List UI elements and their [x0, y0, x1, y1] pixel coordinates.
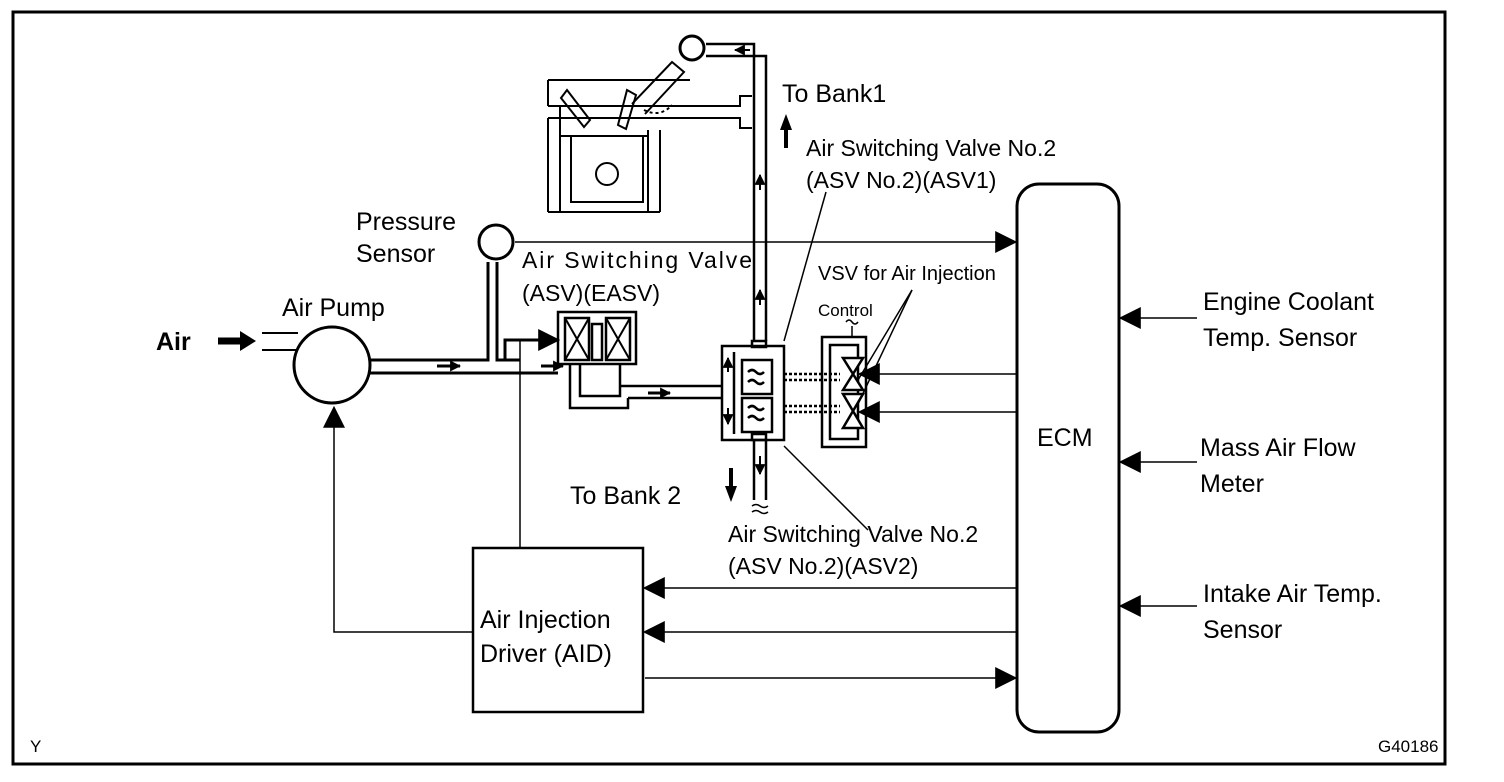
bank2-pipe [751, 440, 769, 515]
corner-mark: Y [30, 737, 41, 756]
asv-no2-housing [720, 339, 786, 442]
bank1-pipe-arrows [733, 44, 766, 305]
aid-block [471, 546, 645, 714]
to-bank2-label: To Bank 2 [570, 482, 681, 510]
mass-air-flow-label-line1: Mass Air Flow [1200, 434, 1357, 462]
easv-valve-body [556, 310, 722, 410]
asv-no2-top-label-line2: (ASV No.2)(ASV1) [806, 167, 996, 193]
main-air-pipe [370, 262, 558, 375]
vsv-label-line2: Control [818, 301, 873, 320]
to-bank1-label: To Bank1 [782, 80, 886, 108]
vsv-label-line1: VSV for Air Injection [818, 263, 996, 285]
ecm-block [1015, 182, 1121, 734]
asv-no2-top-label-line1: Air Switching Valve No.2 [806, 135, 1056, 161]
air-inlet-arrow [218, 331, 256, 351]
aid-label-line1: Air Injection [480, 606, 611, 634]
engine-coolant-sensor-label-line1: Engine Coolant [1203, 288, 1374, 316]
engine-cylinder-illustration [547, 60, 752, 213]
signal-lines [323, 231, 1197, 689]
to-bank2-arrow [725, 468, 737, 502]
injection-port-circle [678, 34, 706, 62]
asv-no2-bottom-label-line1: Air Switching Valve No.2 [728, 521, 978, 547]
pressure-sensor-label-line2: Sensor [356, 240, 435, 268]
air-pump-symbol [292, 325, 372, 405]
main-pipe-flow-arrows [437, 360, 672, 399]
pump-inlet-pipe [262, 332, 298, 351]
asv-label-line2: (ASV)(EASV) [522, 280, 660, 306]
bank1-pipe [706, 42, 768, 341]
aid-label-line2: Driver (AID) [480, 640, 612, 668]
intake-air-temp-label-line2: Sensor [1203, 616, 1282, 644]
ecm-label: ECM [1037, 424, 1093, 452]
pressure-sensor-symbol [477, 223, 515, 261]
asv-label-line1: Air Switching Valve [522, 247, 752, 273]
figure-frame [11, 10, 1447, 766]
to-bank1-arrow [780, 114, 792, 148]
intake-air-temp-label-line1: Intake Air Temp. [1203, 580, 1382, 608]
vsv-unit [784, 319, 868, 449]
asv-no2-bottom-label-line2: (ASV No.2)(ASV2) [728, 553, 918, 579]
callout-leader-lines [783, 191, 913, 531]
air-pump-label: Air Pump [282, 294, 385, 322]
pressure-sensor-label-line1: Pressure [356, 208, 456, 236]
engine-coolant-sensor-label-line2: Temp. Sensor [1203, 324, 1357, 352]
mass-air-flow-label-line2: Meter [1200, 470, 1264, 498]
air-inlet-label: Air [156, 328, 191, 356]
figure-code: G40186 [1378, 737, 1439, 756]
